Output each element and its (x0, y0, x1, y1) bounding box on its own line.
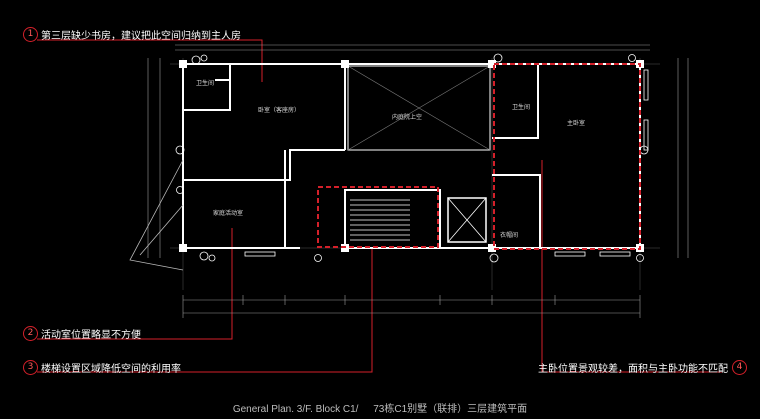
plants (175, 53, 649, 263)
leader-lines (37, 39, 722, 373)
room-label-family: 家庭活动室 (213, 210, 244, 217)
problem-zones (317, 63, 641, 250)
annotation-number: 3 (23, 360, 38, 375)
annotation-4: 主卧位置景观较差，面积与主卧功能不匹配 4 (538, 360, 747, 375)
roof-outline (129, 159, 184, 271)
room-label-courtyard: 内庭院上空 (392, 114, 423, 121)
caption: General Plan. 3/F. Block C1/ 73栋C1别墅（联排）… (0, 400, 760, 415)
courtyard-void (347, 65, 491, 151)
caption-zh: 73栋C1别墅（联排）三层建筑平面 (373, 404, 528, 415)
columns (179, 60, 644, 252)
annotation-number: 4 (732, 360, 747, 375)
grid-lines (170, 58, 660, 290)
annotation-text: 第三层缺少书房，建议把此空间归纳到主人房 (41, 31, 241, 42)
annotation-number: 2 (23, 326, 38, 341)
stair-treads (350, 199, 410, 241)
windows (244, 69, 649, 257)
room-label-bath-left: 卫生间 (196, 80, 215, 87)
annotation-number: 1 (23, 27, 38, 42)
annotation-text: 活动室位置略显不方便 (41, 330, 141, 341)
room-label-bedroom: 卧室（客座房） (258, 107, 301, 114)
lift-cross (447, 197, 487, 243)
annotation-text: 楼梯设置区域降低空间的利用率 (41, 364, 181, 375)
annotation-1: 1 第三层缺少书房，建议把此空间归纳到主人房 (23, 27, 241, 42)
dimension-lines (147, 44, 689, 318)
annotation-text: 主卧位置景观较差，面积与主卧功能不匹配 (538, 364, 728, 375)
annotation-3: 3 楼梯设置区域降低空间的利用率 (23, 360, 181, 375)
caption-en: General Plan. 3/F. Block C1/ (232, 404, 359, 415)
room-label-master: 主卧室 (567, 120, 586, 127)
walls (182, 63, 641, 249)
room-label-bath-right: 卫生间 (512, 104, 531, 111)
room-label-closet: 衣帽间 (500, 232, 519, 239)
annotation-2: 2 活动室位置略显不方便 (23, 326, 141, 341)
